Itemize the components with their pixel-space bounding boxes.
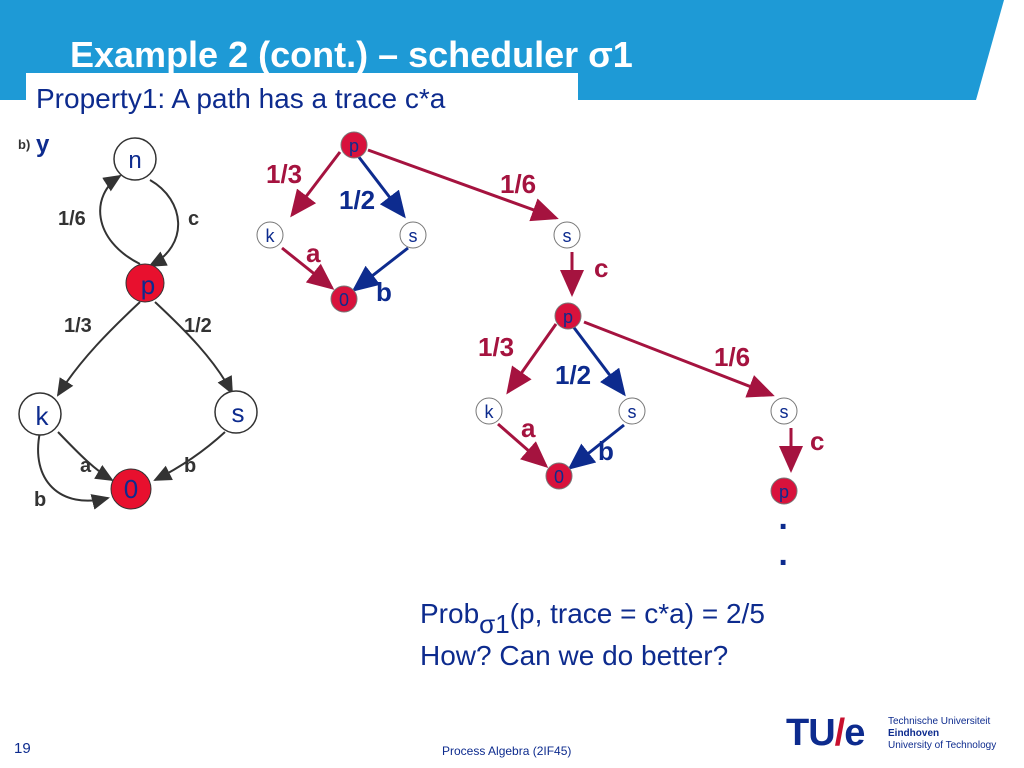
node-l1-root: [340, 131, 368, 159]
node-l2-pnext-label: p: [779, 482, 789, 502]
label-l1-1-3: 1/3: [266, 159, 302, 189]
node-l2-root: [554, 302, 582, 330]
logo-mark-left: TU: [786, 712, 836, 754]
node-l1-zero: [330, 285, 358, 313]
node-p: [125, 263, 165, 303]
label-l1-a: a: [306, 238, 321, 268]
node-l1-k-label: k: [266, 226, 276, 246]
edge-l2-p-k: [506, 323, 558, 395]
label-p-s: 1/2: [184, 315, 212, 337]
logo-text: Technische Universiteit Eindhoven Univer…: [888, 716, 996, 752]
slide-title: Example 2 (cont.) – scheduler σ1: [70, 34, 633, 75]
node-l1-sright: [553, 221, 581, 249]
node-k: [18, 392, 62, 436]
tree-level-1: 1/3 1/2 1/6 a b c p k s s 0: [256, 131, 608, 313]
ellipsis-dot-2: ·: [778, 544, 789, 582]
label-l2-1-6: 1/6: [714, 342, 750, 372]
label-l2-c: c: [810, 426, 824, 456]
label-p-k: 1/3: [64, 315, 92, 337]
node-l2-k: [475, 397, 503, 425]
tree-level-2: 1/3 1/2 1/6 a b c p k s s 0 p · ·: [475, 302, 824, 582]
edge-l2-k-0: [497, 422, 549, 468]
node-zero: [110, 468, 152, 510]
node-k-label: k: [36, 401, 50, 431]
node-s: [214, 390, 258, 434]
node-s-label: s: [232, 398, 245, 428]
label-l2-b: b: [598, 436, 614, 466]
prob-subscript: σ1: [479, 609, 510, 639]
stray-char: y: [36, 131, 50, 158]
node-zero-label: 0: [124, 474, 138, 504]
edge-k-loop: [37, 431, 110, 510]
node-l2-zero-label: 0: [554, 467, 564, 487]
tue-logo: TU/e: [786, 712, 865, 755]
edge-s-0: [153, 431, 226, 481]
ellipsis-dot-1: ·: [778, 508, 789, 546]
logo-mark-slash: /: [834, 712, 846, 754]
probability-formula: Probσ1(p, trace = c*a) = 2/5: [420, 598, 765, 640]
edge-k-0: [57, 431, 114, 482]
edge-l1-p-sright: [367, 148, 559, 222]
label-k-0: a: [80, 455, 92, 477]
label-l1-1-2: 1/2: [339, 185, 375, 215]
edge-l2-p-sright: [583, 320, 775, 398]
edge-p-s: [154, 301, 233, 395]
edge-p-n: [99, 174, 141, 265]
edge-l2-s-0: [567, 423, 625, 470]
edge-l1-p-s: [353, 151, 406, 219]
edge-l1-s-0: [351, 246, 409, 292]
label-l1-c: c: [594, 253, 608, 283]
node-n-label: n: [128, 147, 141, 174]
label-l2-1-3: 1/3: [478, 332, 514, 362]
label-l2-1-2: 1/2: [555, 360, 591, 390]
property-text: Property1: A path has a trace c*a: [36, 83, 446, 114]
node-l2-sright-label: s: [780, 402, 789, 422]
logo-mark-right: e: [844, 712, 865, 754]
prob-suffix: (p, trace = c*a) = 2/5: [509, 598, 765, 629]
node-l2-sright: [770, 397, 798, 425]
node-l2-k-label: k: [485, 402, 495, 422]
edge-l2-p-s: [570, 324, 626, 397]
property-box: [26, 73, 578, 127]
node-l1-zero-label: 0: [339, 290, 349, 310]
label-s-0: b: [184, 455, 196, 477]
node-n: [113, 137, 157, 181]
node-l1-s: [399, 221, 427, 249]
figure-label: b): [18, 137, 30, 152]
logo-line-1: Technische Universiteit: [888, 716, 991, 727]
label-p-n: c: [188, 208, 199, 230]
node-l2-zero: [545, 462, 573, 490]
node-l2-pnext: [770, 477, 798, 505]
edge-p-k: [56, 301, 141, 397]
label-l1-b: b: [376, 277, 392, 307]
node-l2-s-label: s: [628, 402, 637, 422]
logo-line-2: Eindhoven: [888, 728, 940, 739]
page-number: 19: [14, 740, 31, 757]
logo-line-3: University of Technology: [888, 740, 997, 751]
label-l1-1-6: 1/6: [500, 169, 536, 199]
node-l2-s: [618, 397, 646, 425]
prob-prefix: Prob: [420, 598, 480, 629]
question-text: How? Can we do better?: [420, 640, 729, 671]
node-l1-k: [256, 221, 284, 249]
label-k-loop: b: [34, 489, 46, 511]
edge-l1-p-k: [290, 151, 342, 218]
node-l1-s-label: s: [409, 226, 418, 246]
node-l2-root-label: p: [563, 307, 573, 327]
node-l1-sright-label: s: [563, 226, 572, 246]
label-n-p: 1/6: [58, 208, 86, 230]
left-graph: b) y 1/6 c 1/3 1/2 a b b n p k: [18, 131, 258, 511]
node-p-label: p: [141, 270, 155, 300]
node-l1-root-label: p: [349, 136, 359, 156]
label-l2-a: a: [521, 413, 536, 443]
edge-l1-k-0: [281, 246, 335, 290]
footer-text: Process Algebra (2IF45): [442, 744, 572, 758]
edge-n-p: [148, 179, 180, 267]
